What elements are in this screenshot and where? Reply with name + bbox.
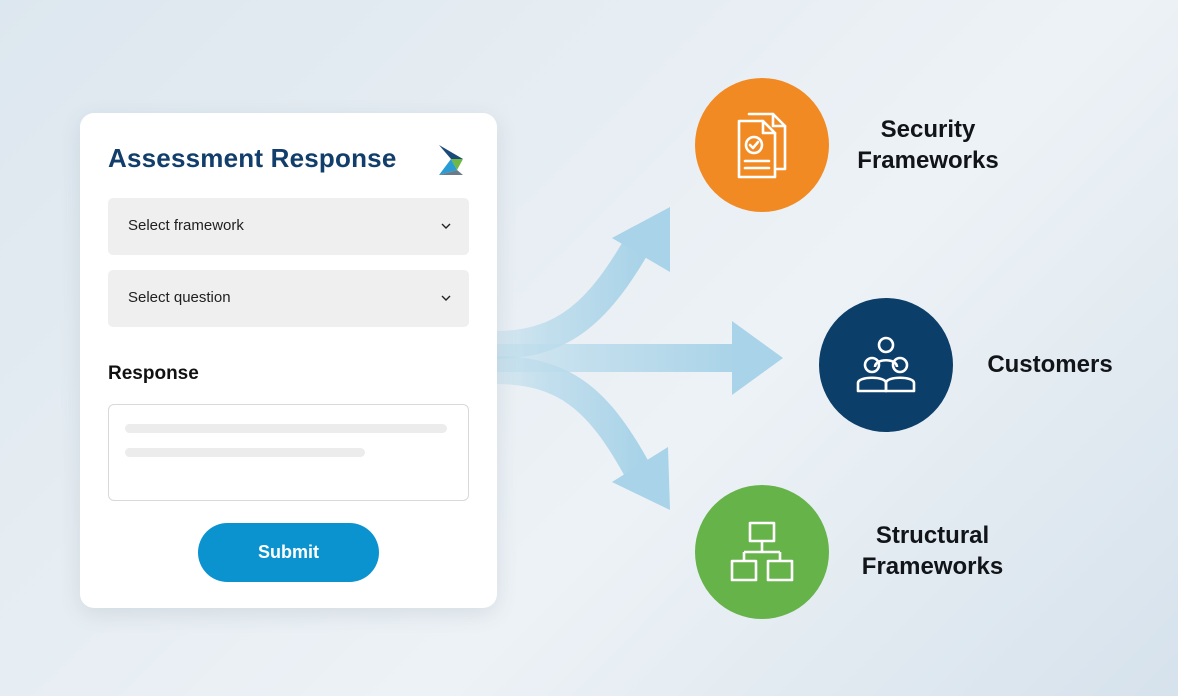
placeholder-line: [125, 424, 447, 433]
chevron-down-icon: [441, 295, 451, 301]
brand-logo-icon: [439, 145, 463, 175]
arrow-to-customers: [495, 321, 783, 395]
card-title: Assessment Response: [108, 143, 397, 173]
arrow-to-security: [494, 207, 670, 359]
framework-select[interactable]: Select framework: [108, 198, 469, 255]
response-textarea[interactable]: [108, 404, 469, 501]
people-group-icon: [856, 336, 916, 393]
structural-frameworks-label: Structural Frameworks: [861, 522, 1004, 580]
response-label: Response: [108, 363, 199, 384]
chevron-down-icon: [441, 223, 451, 229]
structural-frameworks-circle: [695, 485, 829, 619]
security-frameworks-label: Security Frameworks: [857, 116, 999, 174]
assessment-card: Assessment Response Select framework Sel…: [80, 113, 497, 608]
hierarchy-icon: [730, 521, 794, 582]
customers-label: Customers: [987, 351, 1113, 378]
question-select[interactable]: Select question: [108, 270, 469, 327]
placeholder-line: [125, 448, 365, 457]
documents-check-icon: [737, 112, 787, 179]
arrow-to-structural: [494, 356, 670, 510]
security-frameworks-circle: [695, 78, 829, 212]
question-select-label: Select question: [128, 289, 231, 306]
customers-circle: [819, 298, 953, 432]
submit-button[interactable]: Submit: [198, 523, 379, 582]
framework-select-label: Select framework: [128, 217, 244, 234]
